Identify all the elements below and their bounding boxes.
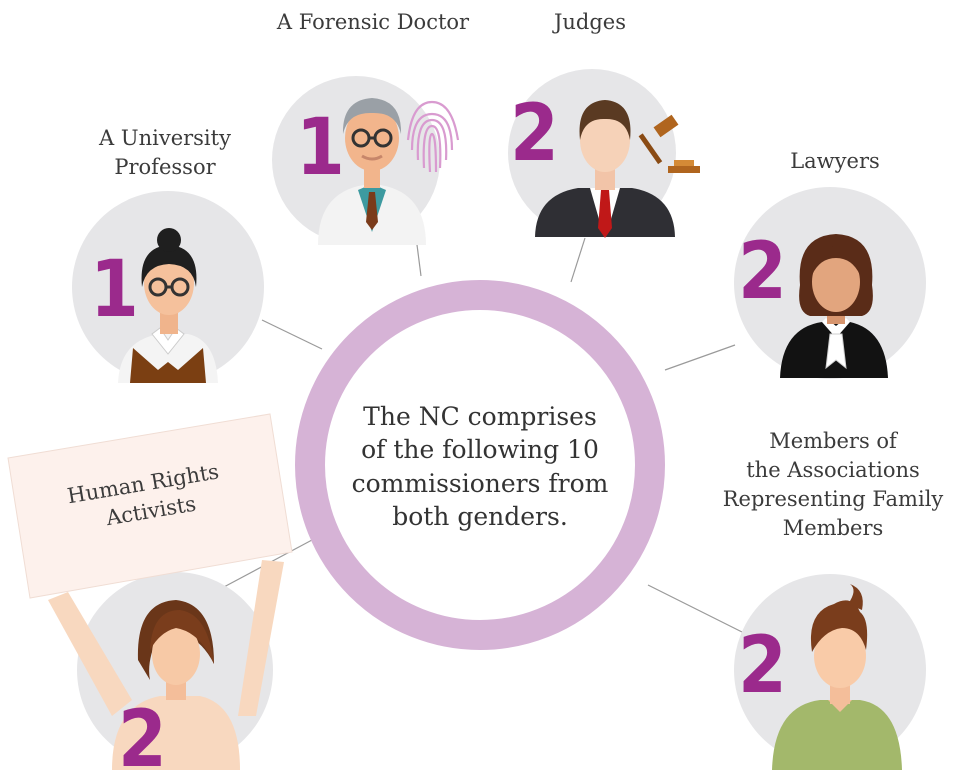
connector-university-professor: [261, 319, 323, 350]
center-ring: [295, 280, 665, 650]
activist-icon: [48, 560, 284, 770]
judges-label: Judges: [553, 10, 627, 34]
university-professor-count: 1: [90, 245, 139, 335]
connector-family-associations: [647, 584, 743, 633]
family-associations-count: 2: [738, 621, 787, 711]
family-associations-label: Members of the Associations Representing…: [722, 429, 944, 540]
gavel-icon: [638, 114, 700, 173]
forensic-doctor-count: 1: [296, 103, 345, 193]
connector-judges: [570, 237, 586, 283]
university-professor-label: A University Professor: [99, 126, 231, 180]
family-member-icon: [772, 584, 902, 770]
connector-lawyers: [664, 344, 736, 371]
center-description: The NC comprises of the following 10 com…: [351, 402, 609, 531]
professor-icon: [118, 228, 218, 383]
group-forensic-doctor: 1: [272, 76, 460, 245]
human-rights-activists-count: 2: [118, 695, 167, 770]
forensic-doctor-label: A Forensic Doctor: [276, 10, 470, 34]
group-lawyers: 2: [734, 187, 926, 379]
fingerprint-icon: [406, 100, 460, 173]
group-human-rights-activists: Human Rights Activists 2: [7, 413, 293, 774]
lawyers-label: Lawyers: [790, 149, 880, 173]
lawyers-count: 2: [738, 227, 787, 317]
lawyer-icon: [780, 234, 888, 378]
group-judges: 2: [508, 69, 700, 240]
group-university-professor: 1: [72, 191, 264, 383]
judges-count: 2: [510, 89, 559, 179]
judge-icon: [535, 100, 675, 240]
doctor-icon: [318, 98, 426, 245]
group-family-associations: 2: [734, 574, 926, 770]
protest-sign-icon: Human Rights Activists: [7, 413, 293, 599]
